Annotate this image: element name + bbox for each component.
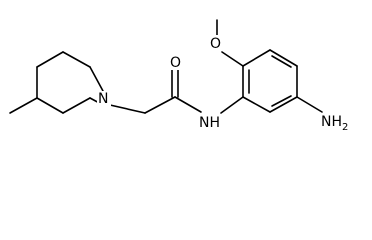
bond-ar-inner-2: [271, 55, 292, 68]
bond-nh-aryl: [220, 96, 244, 114]
bond-ring-n-up: [89, 66, 104, 92]
bond-ar-6: [242, 96, 271, 113]
carbonyl-oxygen-label: O: [170, 55, 181, 71]
bond-aryl-nh2: [296, 96, 323, 113]
bond-ar-inner-3: [271, 95, 292, 107]
bond-ring-methyl: [9, 97, 38, 114]
bond-carbonyl-nh: [174, 96, 202, 113]
amino-nh-text: NH: [321, 114, 342, 130]
amino-subscript: 2: [342, 122, 348, 133]
piperidine-ring: [36, 51, 104, 114]
bond-ring-bottom: [62, 97, 91, 114]
bond-ring-top: [62, 51, 91, 68]
amino-group-label: NH2: [321, 114, 348, 133]
amide-nh-label: NH: [199, 115, 220, 131]
piperidine-nitrogen-label: N: [98, 91, 108, 107]
bond-n-ch2: [109, 104, 146, 114]
bond-ar-3: [269, 49, 298, 67]
bond-ar-2: [242, 49, 271, 67]
bond-aryl-o: [221, 51, 244, 67]
bond-ring-upper-left: [36, 51, 64, 68]
molecule-structure: O O N NH NH2: [9, 19, 349, 133]
methoxy-oxygen-label: O: [210, 36, 221, 52]
bond-ring-lower-left: [36, 97, 64, 114]
bond-ch2-carbonyl: [144, 96, 176, 114]
benzene-ring: [242, 49, 298, 113]
bond-ar-5: [269, 96, 298, 113]
